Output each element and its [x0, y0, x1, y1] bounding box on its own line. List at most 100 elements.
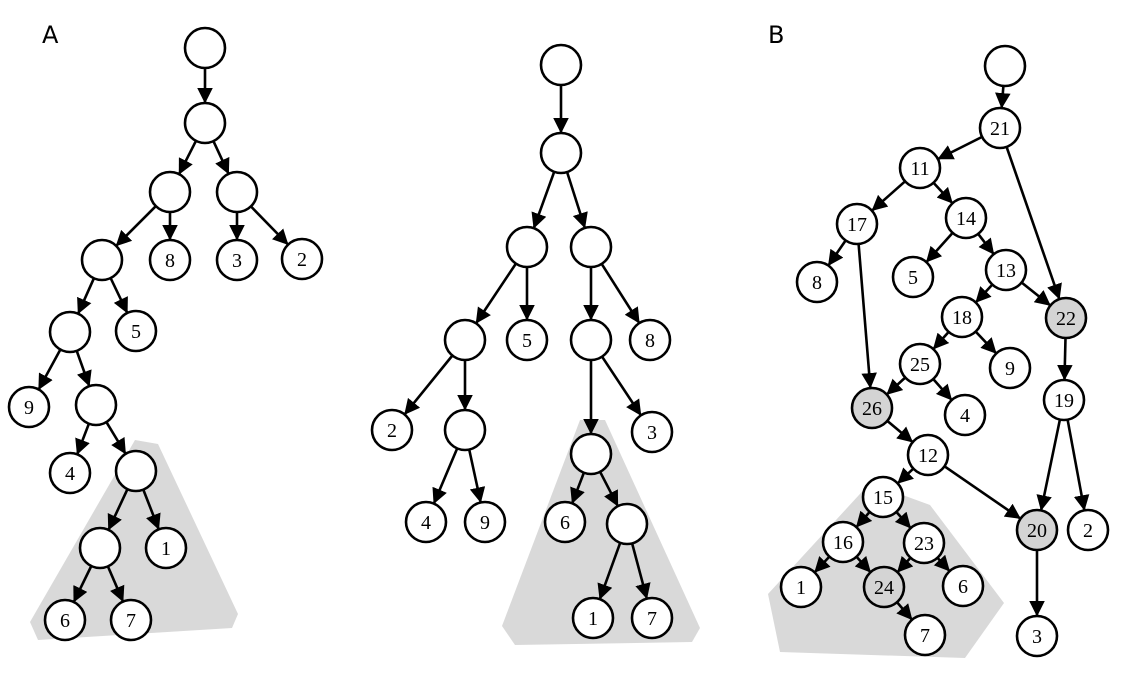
node-circle — [1066, 508, 1110, 552]
node-circle — [1015, 614, 1059, 658]
edge-B-n14-n5 — [925, 232, 954, 263]
node-circle — [861, 475, 905, 519]
tree-node-A-left-n5: 5 — [114, 309, 158, 353]
panel-label-a: A — [42, 21, 59, 49]
edge-B-n11-n14 — [932, 181, 953, 204]
edge-A-left-f-g — [105, 421, 127, 455]
tree-node-A-left-n3: 3 — [215, 238, 259, 282]
node-circle — [109, 598, 153, 642]
node-label: 1 — [588, 608, 598, 630]
node-label: 1 — [161, 538, 171, 560]
edge-A-right-a-b — [531, 171, 556, 229]
node-label: 18 — [952, 307, 972, 329]
edge-A-left-c-n2 — [249, 205, 289, 246]
tree-node-A-right-r — [539, 43, 583, 87]
node-label: 8 — [645, 330, 655, 352]
edge-B-n17-n8 — [827, 239, 847, 266]
tree-node-A-right-f — [443, 408, 487, 452]
edge-A-left-a-b — [178, 140, 198, 175]
edge-A-left-b-d — [115, 205, 157, 247]
edge-A-right-d-n2 — [404, 354, 454, 415]
node-circle — [988, 346, 1032, 390]
node-label: 25 — [910, 354, 930, 376]
node-circle — [543, 500, 587, 544]
edge-B-n21-n22 — [1005, 146, 1062, 300]
tree-node-B-n14: 14 — [944, 196, 988, 240]
node-label: 5 — [908, 267, 918, 289]
edge-B-n11-n17 — [871, 180, 906, 212]
node-circle — [183, 101, 227, 145]
node-circle — [821, 520, 865, 564]
tree-node-B-n18: 18 — [940, 295, 984, 339]
node-circle — [78, 526, 122, 570]
node-circle — [539, 131, 583, 175]
node-circle — [569, 432, 613, 476]
node-label: 3 — [647, 422, 657, 444]
node-circle — [80, 238, 124, 282]
tree-node-B-n8: 8 — [795, 260, 839, 304]
node-label: 7 — [920, 625, 930, 647]
edge-B-n15-n16 — [855, 510, 873, 528]
tree-node-A-right-n6: 6 — [543, 500, 587, 544]
node-circle — [850, 386, 894, 430]
tree-node-A-right-n1: 1 — [571, 596, 615, 640]
node-circle — [539, 43, 583, 87]
node-circle — [891, 255, 935, 299]
edge-A-right-a-c — [565, 171, 588, 229]
node-label: 4 — [65, 463, 75, 485]
edge-B-n23-n6 — [933, 554, 950, 572]
node-circle — [1044, 296, 1088, 340]
node-circle — [569, 225, 613, 269]
tree-node-B-n26: 26 — [850, 386, 894, 430]
node-label: 23 — [914, 533, 934, 555]
node-label: 21 — [990, 118, 1010, 140]
node-circle — [370, 408, 414, 452]
edge-A-right-h-n7 — [630, 542, 651, 600]
node-circle — [902, 521, 946, 565]
edge-B-n23-n24 — [897, 555, 914, 573]
edge-B-n21-n11 — [937, 135, 983, 160]
node-circle — [215, 238, 259, 282]
node-circle — [835, 202, 879, 246]
node-circle — [443, 408, 487, 452]
edge-A-left-g-n1 — [142, 489, 161, 530]
edge-A-right-f-n9 — [467, 449, 486, 504]
node-circle — [505, 318, 549, 362]
tree-node-A-right-a — [539, 131, 583, 175]
node-circle — [404, 500, 448, 544]
tree-node-A-right-n3: 3 — [630, 410, 674, 454]
tree-node-A-right-n2: 2 — [370, 408, 414, 452]
tree-node-B-n16: 16 — [821, 520, 865, 564]
edge-B-n25-n4 — [932, 378, 953, 401]
node-label: 7 — [126, 610, 136, 632]
node-label: 13 — [996, 260, 1016, 282]
node-circle — [215, 170, 259, 214]
tree-node-A-left-e — [48, 310, 92, 354]
tree-node-A-left-d — [80, 238, 124, 282]
tree-node-A-right-g — [569, 432, 613, 476]
tree-node-B-n9: 9 — [988, 346, 1032, 390]
node-circle — [48, 451, 92, 495]
edge-B-n25-n26 — [886, 376, 907, 395]
tree-node-B-r — [983, 44, 1027, 88]
tree-node-A-right-b — [505, 225, 549, 269]
tree-node-A-left-n8: 8 — [148, 238, 192, 282]
tree-node-A-left-n6: 6 — [43, 598, 87, 642]
node-circle — [114, 449, 158, 493]
edge-A-right-h-n1 — [597, 542, 622, 600]
tree-node-A-right-n7: 7 — [630, 596, 674, 640]
node-label: 26 — [862, 398, 882, 420]
tree-node-B-n22: 22 — [1044, 296, 1088, 340]
tree-node-A-left-r — [183, 26, 227, 70]
node-label: 3 — [1032, 626, 1042, 648]
node-label: 2 — [387, 420, 397, 442]
edge-A-left-h-n6 — [73, 565, 93, 603]
node-label: 14 — [956, 208, 976, 230]
edge-B-n16-n24 — [854, 555, 871, 573]
tree-node-A-left-b — [148, 170, 192, 214]
node-label: 2 — [297, 249, 307, 271]
edge-A-right-g-h — [598, 471, 619, 507]
node-circle — [944, 196, 988, 240]
edge-A-left-d-n5 — [109, 277, 129, 314]
